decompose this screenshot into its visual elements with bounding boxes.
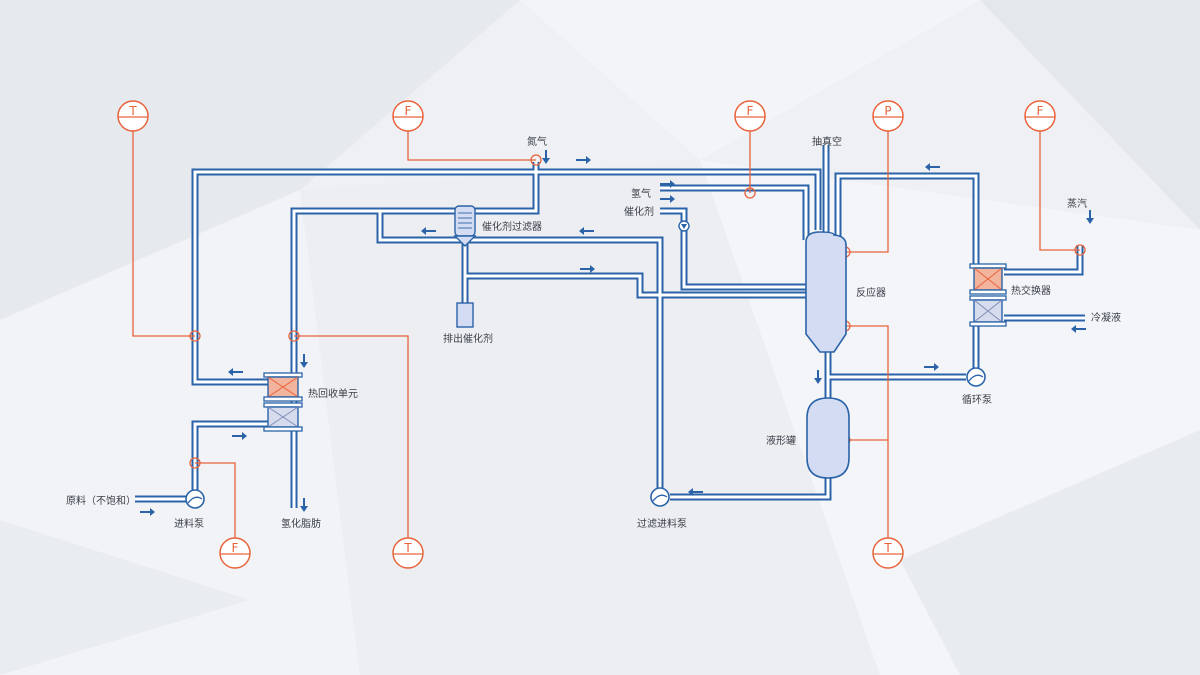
heat-recovery-exchanger [263, 372, 303, 432]
flow-arrow [924, 363, 939, 371]
flow-arrows [140, 150, 1094, 516]
flow-arrow [300, 354, 308, 368]
flow-indicator-feed: F [219, 537, 251, 569]
flow-arrow [579, 227, 594, 235]
flow-arrow [232, 432, 247, 440]
circulation-pump-symbol [966, 367, 986, 387]
label-discharge-catalyst: 排出催化剂 [443, 332, 493, 345]
catalyst-valve [678, 220, 690, 232]
flow-indicator-nitrogen: F [392, 100, 424, 132]
label-nitrogen: 氮气 [527, 135, 547, 148]
flow-arrow [576, 156, 591, 164]
temperature-indicator-bottom-right: T [872, 537, 904, 569]
svg-text:P: P [884, 104, 891, 118]
diagram-labels: 氮气 抽真空 氢气 催化剂 催化剂过滤器 蒸汽 反应器 热交换器 冷凝液 排出催… [66, 135, 1121, 530]
feed-pump-symbol [185, 489, 205, 509]
flow-arrow [140, 508, 155, 516]
pipe-network-core [135, 145, 1085, 508]
reactor-vessel [805, 231, 847, 353]
svg-text:T: T [128, 104, 137, 118]
flow-arrow [660, 195, 675, 203]
svg-text:F: F [1037, 104, 1044, 118]
svg-text:T: T [403, 541, 412, 555]
label-condensate: 冷凝液 [1091, 311, 1121, 324]
temperature-indicator-top-left: T [117, 100, 149, 132]
svg-text:F: F [405, 104, 412, 118]
label-filter-feed-pump: 过滤进料泵 [637, 517, 687, 530]
flow-indicator-hydrogen: F [734, 100, 766, 132]
label-hydrogen: 氢气 [631, 187, 651, 200]
label-vacuum: 抽真空 [812, 135, 842, 148]
flow-arrow [580, 265, 595, 273]
label-steam: 蒸汽 [1067, 197, 1087, 210]
label-hydrogenated-fat: 氢化脂肪 [281, 517, 321, 530]
liquid-tank-vessel [806, 397, 850, 479]
flow-arrow [228, 368, 243, 376]
catalyst-discharge-vessel [456, 302, 474, 328]
svg-text:T: T [883, 541, 892, 555]
flow-arrow [660, 180, 675, 188]
label-heat-exchanger: 热交换器 [1011, 284, 1051, 297]
flow-arrow [421, 227, 436, 235]
flow-arrow [1086, 210, 1094, 224]
label-reactor: 反应器 [856, 286, 886, 299]
catalyst-filter [453, 205, 477, 247]
label-raw-material: 原料（不饱和） [66, 494, 136, 507]
label-catalyst-filter: 催化剂过滤器 [482, 220, 542, 233]
flow-arrow [542, 150, 550, 164]
flow-arrow [300, 498, 308, 512]
svg-text:F: F [747, 104, 754, 118]
steam-heat-exchanger [969, 263, 1007, 327]
filter-feed-pump-symbol [650, 487, 670, 507]
temperature-indicator-bottom-mid: T [392, 537, 424, 569]
label-catalyst: 催化剂 [624, 205, 654, 218]
label-feed-pump: 进料泵 [174, 517, 204, 530]
flow-arrow [1071, 325, 1086, 333]
label-heat-recovery-unit: 热回收单元 [308, 387, 358, 400]
svg-text:F: F [232, 541, 239, 555]
label-liquid-tank: 液形罐 [766, 434, 796, 447]
sensor-taps [189, 154, 1086, 469]
label-circulation-pump: 循环泵 [962, 393, 992, 406]
pressure-indicator-reactor: P [872, 100, 904, 132]
flow-arrow [814, 370, 822, 384]
flow-arrow [688, 488, 703, 496]
flow-arrow [925, 163, 940, 171]
flow-indicator-steam: F [1024, 100, 1056, 132]
signal-lines [132, 130, 1080, 548]
